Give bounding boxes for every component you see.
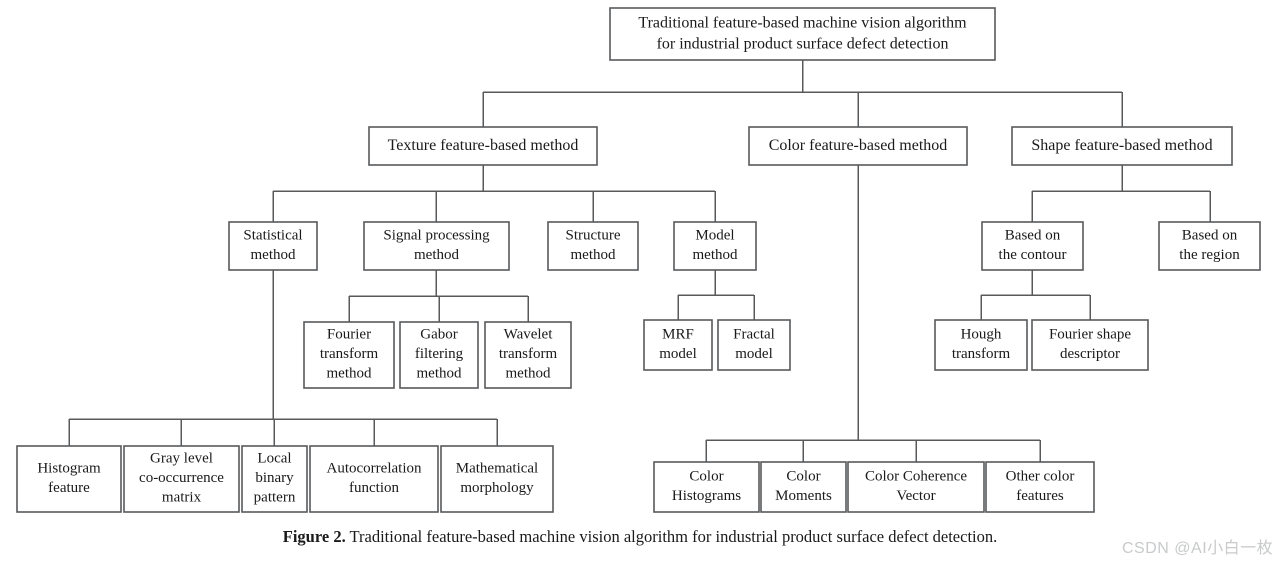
node-box-mrf <box>643 319 713 371</box>
node-box-color-histograms <box>653 461 760 513</box>
node-box-statistical <box>228 221 318 271</box>
node-label-shape: Shape feature-based method <box>1031 137 1212 154</box>
hierarchy-diagram: Traditional feature-based machine vision… <box>16 7 1261 513</box>
node-label-texture: Texture feature-based method <box>388 137 579 154</box>
node-box-fourier-shape <box>1031 319 1149 371</box>
nodes-layer: Traditional feature-based machine vision… <box>16 7 1261 513</box>
node-root[interactable]: Traditional feature-based machine vision… <box>609 7 996 61</box>
node-box-region <box>1158 221 1261 271</box>
node-box-fourier-transform <box>303 321 395 389</box>
figure-caption-text: Traditional feature-based machine vision… <box>349 527 998 546</box>
node-box-signal <box>363 221 510 271</box>
node-label-color: Color feature-based method <box>769 137 948 154</box>
node-box-color <box>748 126 968 166</box>
node-box-color-coherence <box>847 461 985 513</box>
connectors-layer <box>68 60 1211 462</box>
node-box-structure <box>547 221 639 271</box>
node-box-lbp <box>241 445 308 513</box>
node-box-color-moments <box>760 461 847 513</box>
node-box-root <box>609 7 996 61</box>
node-label-root: Traditional feature-based machine vision… <box>638 14 967 52</box>
node-box-other-color <box>985 461 1095 513</box>
node-shape[interactable]: Shape feature-based method <box>1011 126 1233 166</box>
node-box-fractal <box>717 319 791 371</box>
node-box-autocorrelation <box>309 445 439 513</box>
node-box-gabor <box>399 321 479 389</box>
node-box-wavelet <box>484 321 572 389</box>
node-box-glcm <box>123 445 240 513</box>
node-texture[interactable]: Texture feature-based method <box>368 126 598 166</box>
node-box-model <box>673 221 757 271</box>
node-box-morphology <box>440 445 554 513</box>
figure-caption: Figure 2. Traditional feature-based mach… <box>0 527 1280 547</box>
node-box-shape <box>1011 126 1233 166</box>
node-box-hough <box>934 319 1028 371</box>
node-box-histogram-feature <box>16 445 122 513</box>
figure-caption-prefix: Figure 2. <box>282 527 346 546</box>
node-box-texture <box>368 126 598 166</box>
node-color[interactable]: Color feature-based method <box>748 126 968 166</box>
node-box-contour <box>981 221 1084 271</box>
